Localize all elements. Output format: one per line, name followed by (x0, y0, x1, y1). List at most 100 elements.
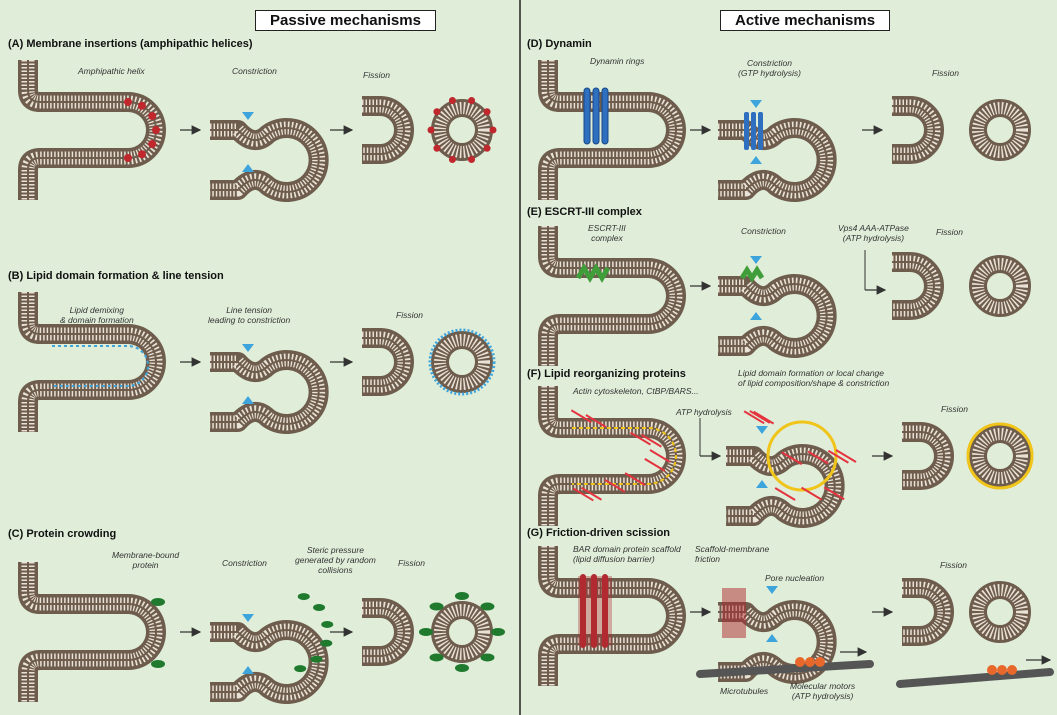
label-bar-scaffold: BAR domain protein scaffold (lipid diffu… (573, 544, 681, 564)
panel-c-title: (C) Protein crowding (8, 528, 116, 540)
label-lipid-demixing: Lipid demixing & domain formation (60, 305, 134, 325)
amphipathic-helix-dot (152, 126, 160, 134)
label-constriction-a: Constriction (232, 66, 277, 76)
dynamin-ring (751, 112, 756, 150)
amphipathic-helix-dot (484, 108, 491, 115)
membrane-bound-protein (430, 653, 444, 661)
molecular-motor (1007, 665, 1017, 675)
constriction-arrowhead-icon (242, 666, 254, 674)
panel-a-title: (A) Membrane insertions (amphipathic hel… (8, 38, 253, 50)
passive-mechanisms-header: Passive mechanisms (255, 10, 436, 31)
label-microtubules: Microtubules (720, 686, 768, 696)
membrane-tubule-d (548, 60, 676, 200)
membrane-bound-protein (480, 653, 494, 661)
constriction-arrowhead-icon (766, 634, 778, 642)
molecular-motor (997, 665, 1007, 675)
membrane-bound-protein (298, 593, 310, 600)
membrane-bound-protein (480, 603, 494, 611)
label-lipid-domain-change: Lipid domain formation or local change o… (738, 368, 889, 388)
amphipathic-helix-dot (468, 156, 475, 163)
amphipathic-helix-dot (138, 150, 146, 158)
panel-d-title: (D) Dynamin (527, 38, 592, 50)
amphipathic-helix-dot (433, 108, 440, 115)
amphipathic-helix-dot (148, 112, 156, 120)
dynamin-ring (584, 88, 590, 144)
panel-f-title: (F) Lipid reorganizing proteins (527, 368, 686, 380)
amphipathic-helix-dot (468, 97, 475, 104)
label-molecular-motors: Molecular motors (ATP hydrolysis) (790, 681, 855, 701)
label-vps4: Vps4 AAA-ATPase (ATP hydrolysis) (838, 223, 909, 243)
membrane-bound-protein (455, 592, 469, 600)
amphipathic-helix-dot (124, 98, 132, 106)
microtubule (900, 672, 1050, 684)
label-fission-d: Fission (932, 68, 959, 78)
label-fission-c: Fission (398, 558, 425, 568)
label-escrt-complex: ESCRT-III complex (588, 223, 626, 243)
membrane-tubule-e (548, 226, 676, 366)
molecular-motor (815, 657, 825, 667)
dynamin-ring (602, 88, 608, 144)
constriction-arrowhead-icon (242, 396, 254, 404)
membrane-tubule-c (28, 562, 156, 702)
label-atp-hydrolysis: ATP hydrolysis (676, 407, 732, 417)
amphipathic-helix-dot (484, 145, 491, 152)
amphipathic-helix-dot (428, 127, 435, 134)
constriction-arrowhead-icon (750, 100, 762, 108)
amphipathic-helix-dot (124, 154, 132, 162)
escrt-iii-complex (742, 270, 762, 278)
membrane-tubule-a (28, 60, 156, 200)
label-fission-f: Fission (941, 404, 968, 414)
label-fission-b: Fission (396, 310, 423, 320)
panel-e-title: (E) ESCRT-III complex (527, 206, 642, 218)
molecular-motor (795, 657, 805, 667)
label-pore-nucleation: Pore nucleation (765, 573, 824, 583)
membrane-bound-protein (455, 664, 469, 672)
membrane-bound-protein (491, 628, 505, 636)
membrane-bound-protein (313, 604, 325, 611)
membrane-bound-protein (321, 621, 333, 628)
label-membrane-bound-protein: Membrane-bound protein (112, 550, 179, 570)
active-mechanisms-header: Active mechanisms (720, 10, 890, 31)
constriction-arrowhead-icon (242, 614, 254, 622)
membrane-bound-protein (294, 665, 306, 672)
constriction-arrowhead-icon (750, 312, 762, 320)
dynamin-ring (758, 112, 763, 150)
bar-domain-ring (580, 574, 586, 648)
label-dynamin-rings: Dynamin rings (590, 56, 644, 66)
dynamin-ring (744, 112, 749, 150)
label-constriction-e: Constriction (741, 226, 786, 236)
bar-domain-scaffold (722, 588, 746, 638)
panel-b-title: (B) Lipid domain formation & line tensio… (8, 270, 224, 282)
bar-domain-ring (602, 574, 608, 648)
dynamin-ring (593, 88, 599, 144)
constriction-arrowhead-icon (242, 344, 254, 352)
actin-filament (645, 459, 665, 471)
constriction-arrowhead-icon (766, 586, 778, 594)
constriction-arrowhead-icon (756, 480, 768, 488)
bar-domain-ring (591, 574, 597, 648)
membrane-bound-protein (151, 598, 165, 606)
amphipathic-helix-dot (449, 156, 456, 163)
label-fission-a: Fission (363, 70, 390, 80)
membrane-bound-protein (310, 656, 322, 663)
label-fission-e: Fission (936, 227, 963, 237)
amphipathic-helix-dot (148, 140, 156, 148)
constriction-arrowhead-icon (242, 112, 254, 120)
membrane-bound-protein (320, 640, 332, 647)
label-actin-cytoskeleton: Actin cytoskeleton, CtBP/BARS... (573, 386, 699, 396)
constriction-arrowhead-icon (242, 164, 254, 172)
molecular-motor (987, 665, 997, 675)
panel-g-title: (G) Friction-driven scission (527, 527, 670, 539)
label-constriction-gtp: Constriction (GTP hydrolysis) (738, 58, 801, 78)
label-constriction-c: Constriction (222, 558, 267, 568)
amphipathic-helix-dot (490, 127, 497, 134)
label-steric-pressure: Steric pressure generated by random coll… (295, 545, 376, 575)
amphipathic-helix-dot (433, 145, 440, 152)
membrane-bound-protein (151, 660, 165, 668)
molecular-motor (805, 657, 815, 667)
amphipathic-helix-dot (138, 102, 146, 110)
label-fission-g: Fission (940, 560, 967, 570)
constriction-arrowhead-icon (750, 256, 762, 264)
